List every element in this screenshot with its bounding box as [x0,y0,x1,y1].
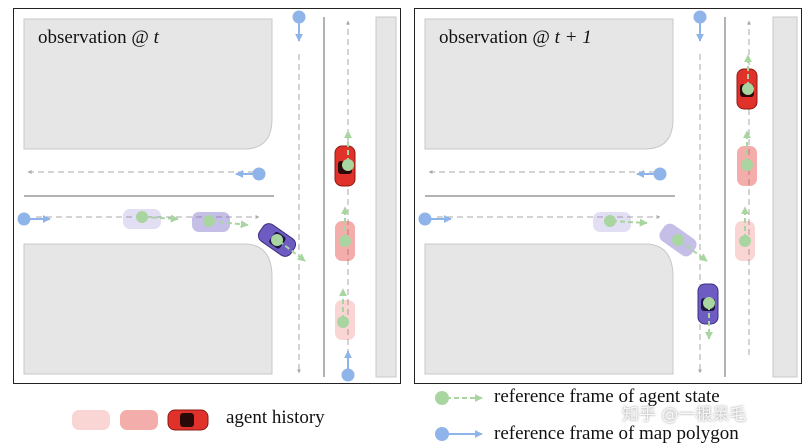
agent-state-frame [742,54,754,95]
panel-title-prefix: observation @ [439,27,550,48]
map-polygon-frame [17,212,51,226]
block-bottom-left [23,243,273,375]
map-polygon-legend-icon [435,427,483,441]
agent-state-frame [741,130,753,171]
map-polygon-frame [292,10,306,42]
legend-agent-state-label: reference frame of agent state [494,386,720,407]
agent-state-frame [203,215,249,229]
legend-agent-history-label: agent history [226,407,325,428]
legend-map-polygon-label: reference frame of map polygon [494,423,739,444]
map-polygon-frame [341,350,355,382]
block-top-left [23,18,273,150]
map-polygon-frame [693,10,707,42]
agent-state-frame [136,211,179,223]
panel-title: observation @ t [38,27,159,49]
agent-state-frame [703,297,715,340]
watermark: 知乎 @一根呆毛 [622,405,747,425]
block-bottom-left [424,243,674,375]
agent-history-legend-icon [72,409,209,431]
panel-title-time: t + 1 [554,27,592,48]
panel-title: observation @ t + 1 [439,27,592,49]
panel-title-prefix: observation @ [38,27,149,48]
agent-state-frame [604,215,648,227]
scene-t [17,10,397,382]
agent-state-frame [337,288,349,328]
block-top-left [424,18,674,150]
panel-observation-t: observation @ t [13,8,401,384]
block-right [375,16,397,378]
map-polygon-frame [418,212,452,226]
block-right [772,16,798,378]
agent-state-legend-icon [435,391,483,405]
agent-state-frame [672,234,708,262]
scene-t-plus-1 [418,10,798,378]
panel-observation-t-plus-1: observation @ t + 1 [414,8,802,384]
agent-state-frame [271,234,306,262]
map-polygon-frame [235,167,266,181]
agent-state-frame [739,206,751,247]
map-polygon-frame [636,167,667,181]
panel-title-time: t [153,27,159,48]
agent-state-frame [339,206,351,247]
agent-state-frame [342,130,354,171]
